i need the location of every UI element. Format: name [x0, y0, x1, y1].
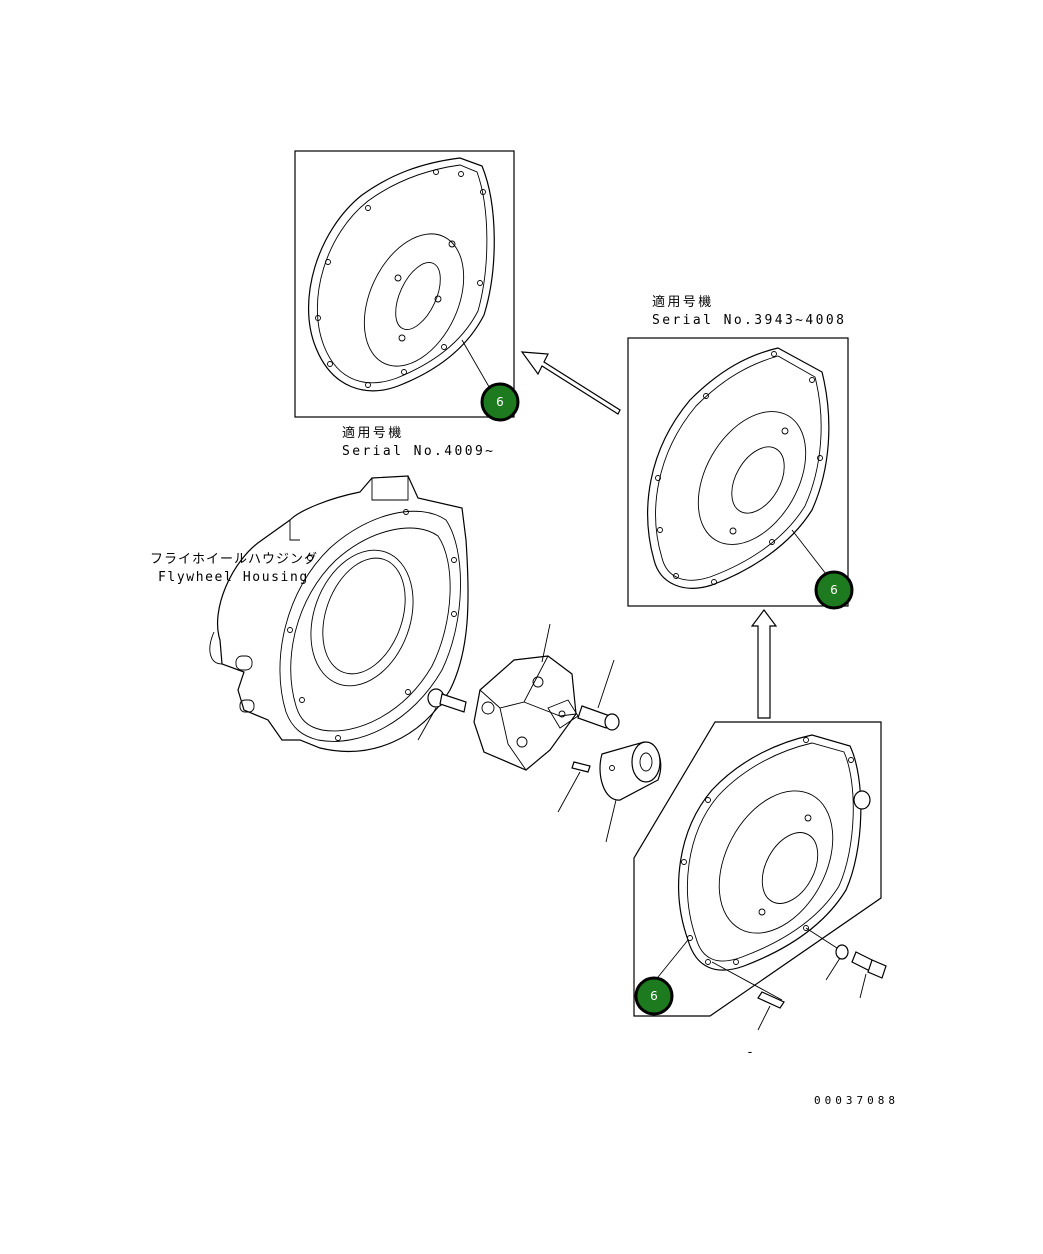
label-top-jp: 適用号機 [342, 425, 404, 441]
gasket-right [647, 347, 830, 589]
leader-top [461, 339, 493, 393]
drawing-id: 00037088 [814, 1094, 899, 1107]
label-right-serial: 適用号機 Serial No.3943~4008 [652, 294, 846, 328]
callout-top: 6 [480, 382, 520, 422]
callout-right-number: 6 [830, 583, 838, 597]
leader-right [791, 529, 827, 575]
inset-top [294, 150, 515, 418]
inset-right-frame [627, 337, 849, 607]
label-housing-en: Flywheel Housing [158, 570, 309, 585]
label-right-serial-no: Serial No.3943~4008 [652, 313, 846, 328]
inset-bottom-frame [633, 721, 882, 1017]
callout-top-number: 6 [496, 395, 504, 409]
label-right-jp: 適用号機 [652, 294, 714, 310]
callout-bottom: 6 [634, 976, 674, 1016]
callout-right: 6 [814, 570, 854, 610]
leader-bottom [653, 939, 689, 983]
dash-mark: - [746, 1045, 756, 1060]
inset-right [627, 337, 849, 607]
flywheel-housing [209, 475, 469, 752]
arrow-diagonal [520, 351, 621, 415]
bolt-and-washer [805, 927, 887, 999]
callout-bottom-number: 6 [650, 989, 658, 1003]
arrow-up [750, 609, 778, 719]
label-top-serial: 適用号機 Serial No.4009~ [342, 425, 495, 459]
callout-right-circle [814, 570, 854, 610]
flexible-coupling [473, 623, 579, 771]
dowel-pin [711, 961, 785, 1031]
inset-bottom [633, 721, 887, 1031]
spring-pin [557, 761, 591, 813]
callout-bottom-circle [634, 976, 674, 1016]
gasket-top [308, 157, 495, 392]
label-top-serial-no: Serial No.4009~ [342, 444, 495, 459]
coupling-hub [599, 741, 662, 843]
gasket-bottom [678, 734, 871, 971]
housing-bolt [417, 688, 467, 741]
label-flywheel-housing: フライホイールハウジング Flywheel Housing [150, 552, 318, 585]
inset-top-frame [294, 150, 515, 418]
callout-top-circle [480, 382, 520, 422]
coupling-bolt [577, 659, 620, 731]
label-housing-jp: フライホイールハウジング [150, 552, 318, 567]
